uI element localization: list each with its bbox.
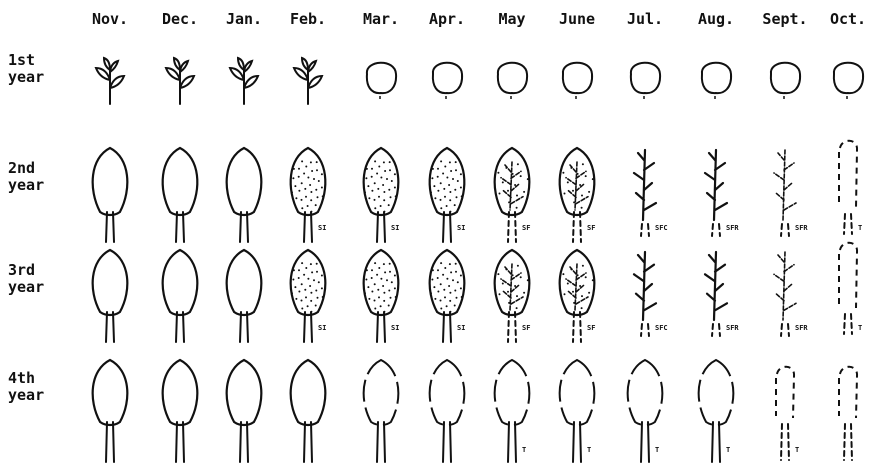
plant-branch: [634, 150, 656, 236]
plant-leaf: [163, 148, 198, 242]
stage-code-label: SFR: [726, 224, 739, 232]
stage-code-label: T: [858, 224, 862, 232]
plant-leaf-open: [364, 360, 399, 462]
plant-dashed: [776, 367, 794, 460]
stage-code-label: SF: [522, 224, 530, 232]
plant-bud: [498, 63, 527, 99]
stage-code-label: T: [858, 324, 862, 332]
stage-code-label: SF: [587, 224, 595, 232]
stage-code-label: T: [726, 446, 730, 454]
plant-dashed-tall: [839, 243, 857, 334]
stage-code-label: SFR: [726, 324, 739, 332]
stage-code-label: T: [795, 446, 799, 454]
plant-bud: [433, 63, 462, 99]
stage-code-label: SFR: [795, 224, 808, 232]
plant-bud: [834, 63, 863, 99]
plant-dashed: [839, 367, 857, 460]
plant-leaf: [227, 360, 262, 462]
plant-bud: [367, 63, 396, 99]
stage-code-label: SI: [318, 324, 326, 332]
plant-bud: [631, 63, 660, 99]
plant-branch-faint: [774, 150, 796, 236]
plant-branch: [634, 252, 656, 336]
stage-code-label: T: [522, 446, 526, 454]
stage-code-label: SI: [391, 224, 399, 232]
stage-code-label: SFC: [655, 224, 668, 232]
stage-code-label: SI: [457, 324, 465, 332]
stage-code-label: SI: [391, 324, 399, 332]
plant-leaf-open: [430, 360, 465, 462]
plant-seedling: [230, 58, 258, 104]
plant-branch: [705, 150, 727, 236]
plant-bud: [702, 63, 731, 99]
plant-leaf: [291, 360, 326, 462]
plant-leaf: [93, 360, 128, 462]
plant-seedling: [294, 58, 322, 104]
stage-code-label: SFR: [795, 324, 808, 332]
stage-code-label: T: [655, 446, 659, 454]
stage-code-label: SFC: [655, 324, 668, 332]
stage-code-label: SF: [522, 324, 530, 332]
plant-leaf: [227, 148, 262, 242]
stage-code-label: SI: [457, 224, 465, 232]
plant-branch: [705, 252, 727, 336]
plant-leaf: [163, 360, 198, 462]
plant-leaf: [163, 250, 198, 342]
plant-seedling: [96, 58, 124, 104]
stage-code-label: SF: [587, 324, 595, 332]
plant-seedling: [166, 58, 194, 104]
plant-dashed-tall: [839, 141, 857, 234]
plant-leaf: [93, 250, 128, 342]
plant-bud: [771, 63, 800, 99]
plant-branch-faint: [774, 252, 796, 336]
stage-code-label: SI: [318, 224, 326, 232]
plant-bud: [563, 63, 592, 99]
stage-code-label: T: [587, 446, 591, 454]
plant-leaf: [227, 250, 262, 342]
plant-leaf: [93, 148, 128, 242]
